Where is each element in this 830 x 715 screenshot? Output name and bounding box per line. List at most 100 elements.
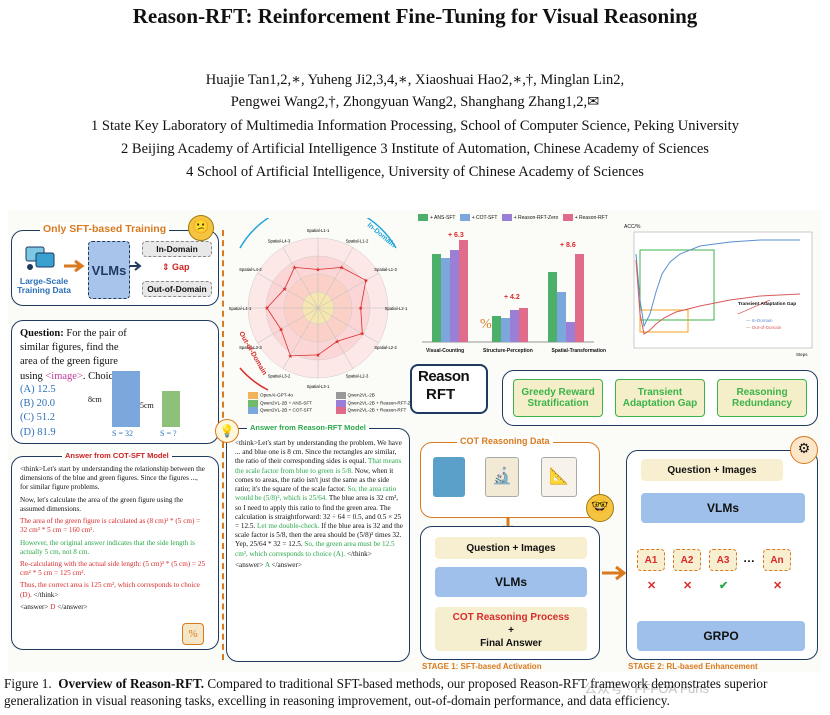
bar-category: Structure-Perception	[483, 348, 533, 354]
stage1-label: STAGE 1: SFT-based Activation	[422, 662, 542, 671]
bar-legend: + ANS-SFT + COT-SFT + Reason-RFT-Zero + …	[418, 214, 608, 221]
question-text: Question: For the pair of similar figure…	[20, 328, 127, 382]
logo-line-1: Reason	[418, 368, 470, 385]
blue-side-label: 8cm	[88, 395, 102, 404]
training-data-label: Large-Scale Training Data	[17, 276, 71, 296]
line-chart	[633, 231, 813, 349]
brain-gear-icon: ⚙	[790, 436, 818, 464]
bar-category: Spatial-Transformation	[551, 348, 606, 354]
radar-legend-item: Qwen2VL-2B + Reason-RFT-Zero	[335, 399, 419, 408]
line-chart-ylabel: ACC/%	[624, 224, 641, 230]
green-rectangle	[162, 391, 180, 427]
figure-caption: Figure 1. Overview of Reason-RFT. Compar…	[4, 676, 768, 709]
radar-star-marker: ★	[335, 338, 340, 345]
cot-sft-answer-panel: Answer from COT-SFT Model <think>Let's s…	[11, 451, 219, 650]
radar-star-marker: ★	[315, 267, 320, 274]
reading-face-icon: 🤓	[586, 494, 614, 522]
lightbulb-icon: 💡	[215, 419, 239, 443]
logo-line-2: RFT	[426, 386, 456, 403]
bar-chart: %	[422, 240, 594, 343]
finding-reasoning-redundancy: Reasoning Redundancy	[717, 379, 807, 417]
stage2-vlms: VLMs	[641, 493, 805, 523]
radar-axis-label: Spatial-L3-3	[239, 345, 262, 350]
sft-header: Only SFT-based Training	[40, 223, 170, 235]
radar-star-marker: ★	[264, 305, 269, 312]
radar-star-marker: ★	[315, 352, 320, 359]
stage1-question-images: Question + Images	[435, 537, 587, 559]
radar-star-marker: ★	[363, 277, 368, 284]
finding-transient-gap: Transient Adaptation Gap	[615, 379, 705, 417]
stage2-panel: Question + Images VLMs A1 A2 A3 … An ✕ ✕…	[626, 450, 818, 660]
answer-ellipsis: …	[743, 551, 755, 565]
radar-axis-label: Spatial-L1-2	[346, 238, 369, 243]
percent-down-icon: %	[182, 623, 204, 645]
delta-label: + 8.6	[560, 242, 576, 249]
answer-a1: A1	[637, 549, 665, 571]
choice-c[interactable]: (C) 51.2	[20, 412, 55, 424]
radar-legend-item: Qwen2VL-2B + Reason-RFT	[335, 407, 419, 415]
radar-axis-label: Spatial-L3-2	[268, 374, 291, 379]
cot-data-panel: COT Reasoning Data 🔬 📐	[420, 436, 600, 518]
radar-star-marker: ★	[358, 305, 363, 312]
reason-rft-answer-panel: Answer from Reason-RFT Model 💡 <think>Le…	[215, 419, 410, 662]
answer-a3: A3	[709, 549, 737, 571]
bar-categories: Visual-Counting Structure-Perception Spa…	[426, 348, 606, 354]
radar-axis-label: Spatial-L2-3	[346, 374, 369, 379]
out-domain-box: Out-of-Domain	[142, 281, 212, 297]
blue-rectangle	[112, 371, 140, 427]
radar-legend-item: OpenAI-GPT-4o	[248, 392, 331, 400]
delta-label: + 4.2	[504, 294, 520, 301]
answer-a2: A2	[673, 549, 701, 571]
radar-star-marker: ★	[292, 264, 297, 271]
svg-text:%: %	[480, 317, 492, 332]
stage1-vlms: VLMs	[435, 567, 587, 597]
cot-sft-header: Answer from COT-SFT Model	[62, 451, 172, 460]
book-icon	[433, 457, 465, 497]
reason-rft-logo: Reason RFT	[410, 364, 488, 414]
cot-sft-text: <think>Let's start by understanding the …	[20, 465, 206, 611]
line-chart-xlabel: Steps	[796, 352, 808, 357]
green-side-label: 5cm	[140, 401, 154, 410]
overview-figure: Only SFT-based Training Large-Scale Trai…	[8, 210, 822, 672]
wrong-mark-icon: ✕	[773, 580, 783, 592]
shapes-icon: 📐	[541, 457, 577, 497]
sft-panel: Only SFT-based Training Large-Scale Trai…	[11, 215, 219, 306]
choice-b[interactable]: (B) 20.0	[20, 398, 55, 410]
confused-face-icon: 😕	[188, 215, 214, 241]
stage1-panel: Question + Images VLMs COT Reasoning Pro…	[420, 526, 600, 660]
radar-axis-label: Spatial-L1-3	[374, 267, 397, 272]
radar-axis-label: Spatial-L2-1	[385, 306, 408, 311]
wrong-mark-icon: ✕	[683, 580, 693, 592]
choice-d[interactable]: (D) 81.9	[20, 426, 56, 438]
radar-legend-item: Qwen2VL-2B + ANS-SFT	[248, 399, 331, 408]
radar-axis-label: Spatial-L2-2	[374, 345, 397, 350]
paper-title: Reason-RFT: Reinforcement Fine-Tuning fo…	[132, 4, 698, 28]
watermark: 公众号 · FFFOA Funs	[584, 681, 709, 696]
bar-category: Visual-Counting	[426, 348, 465, 354]
gap-label: ⇕ Gap	[162, 262, 190, 272]
radar-legend-item: Qwen2VL-2B + COT-SFT	[248, 407, 331, 415]
choice-a[interactable]: (A) 12.5	[20, 384, 56, 395]
affiliation-3: 4 School of Artificial Intelligence, Uni…	[186, 164, 644, 180]
answer-an: An	[763, 549, 791, 571]
divider	[222, 230, 224, 660]
radar-chart: Spatial-L1-1★Spatial-L1-2★Spatial-L1-3★S…	[229, 218, 408, 391]
green-area-label: S = ?	[160, 429, 177, 438]
radar-star-marker: ★	[288, 353, 293, 360]
stage2-label: STAGE 2: RL-based Enhancement	[628, 662, 758, 671]
cot-data-header: COT Reasoning Data	[457, 436, 553, 446]
affiliation-2: 2 Beijing Academy of Artificial Intellig…	[121, 141, 709, 157]
line-legend-item: — In-Domain	[746, 318, 773, 323]
radar-axis-label: Spatial-L4-2	[239, 267, 262, 272]
right-arrow-icon	[602, 565, 627, 581]
arrow-icon	[64, 259, 85, 273]
training-data-icon	[25, 246, 55, 270]
question-panel: Question: For the pair of similar figure…	[11, 320, 219, 444]
vlms-box: VLMs	[88, 241, 130, 299]
radar-legend: OpenAI-GPT-4o Qwen2VL-2B + ANS-SFT Qwen2…	[248, 392, 418, 415]
stage2-question-images: Question + Images	[641, 459, 783, 481]
radar-legend-item: Qwen2VL-2B	[335, 392, 419, 400]
radar-star-marker: ★	[360, 331, 365, 338]
grpo-box: GRPO	[637, 621, 805, 651]
radar-star-marker: ★	[278, 326, 283, 333]
